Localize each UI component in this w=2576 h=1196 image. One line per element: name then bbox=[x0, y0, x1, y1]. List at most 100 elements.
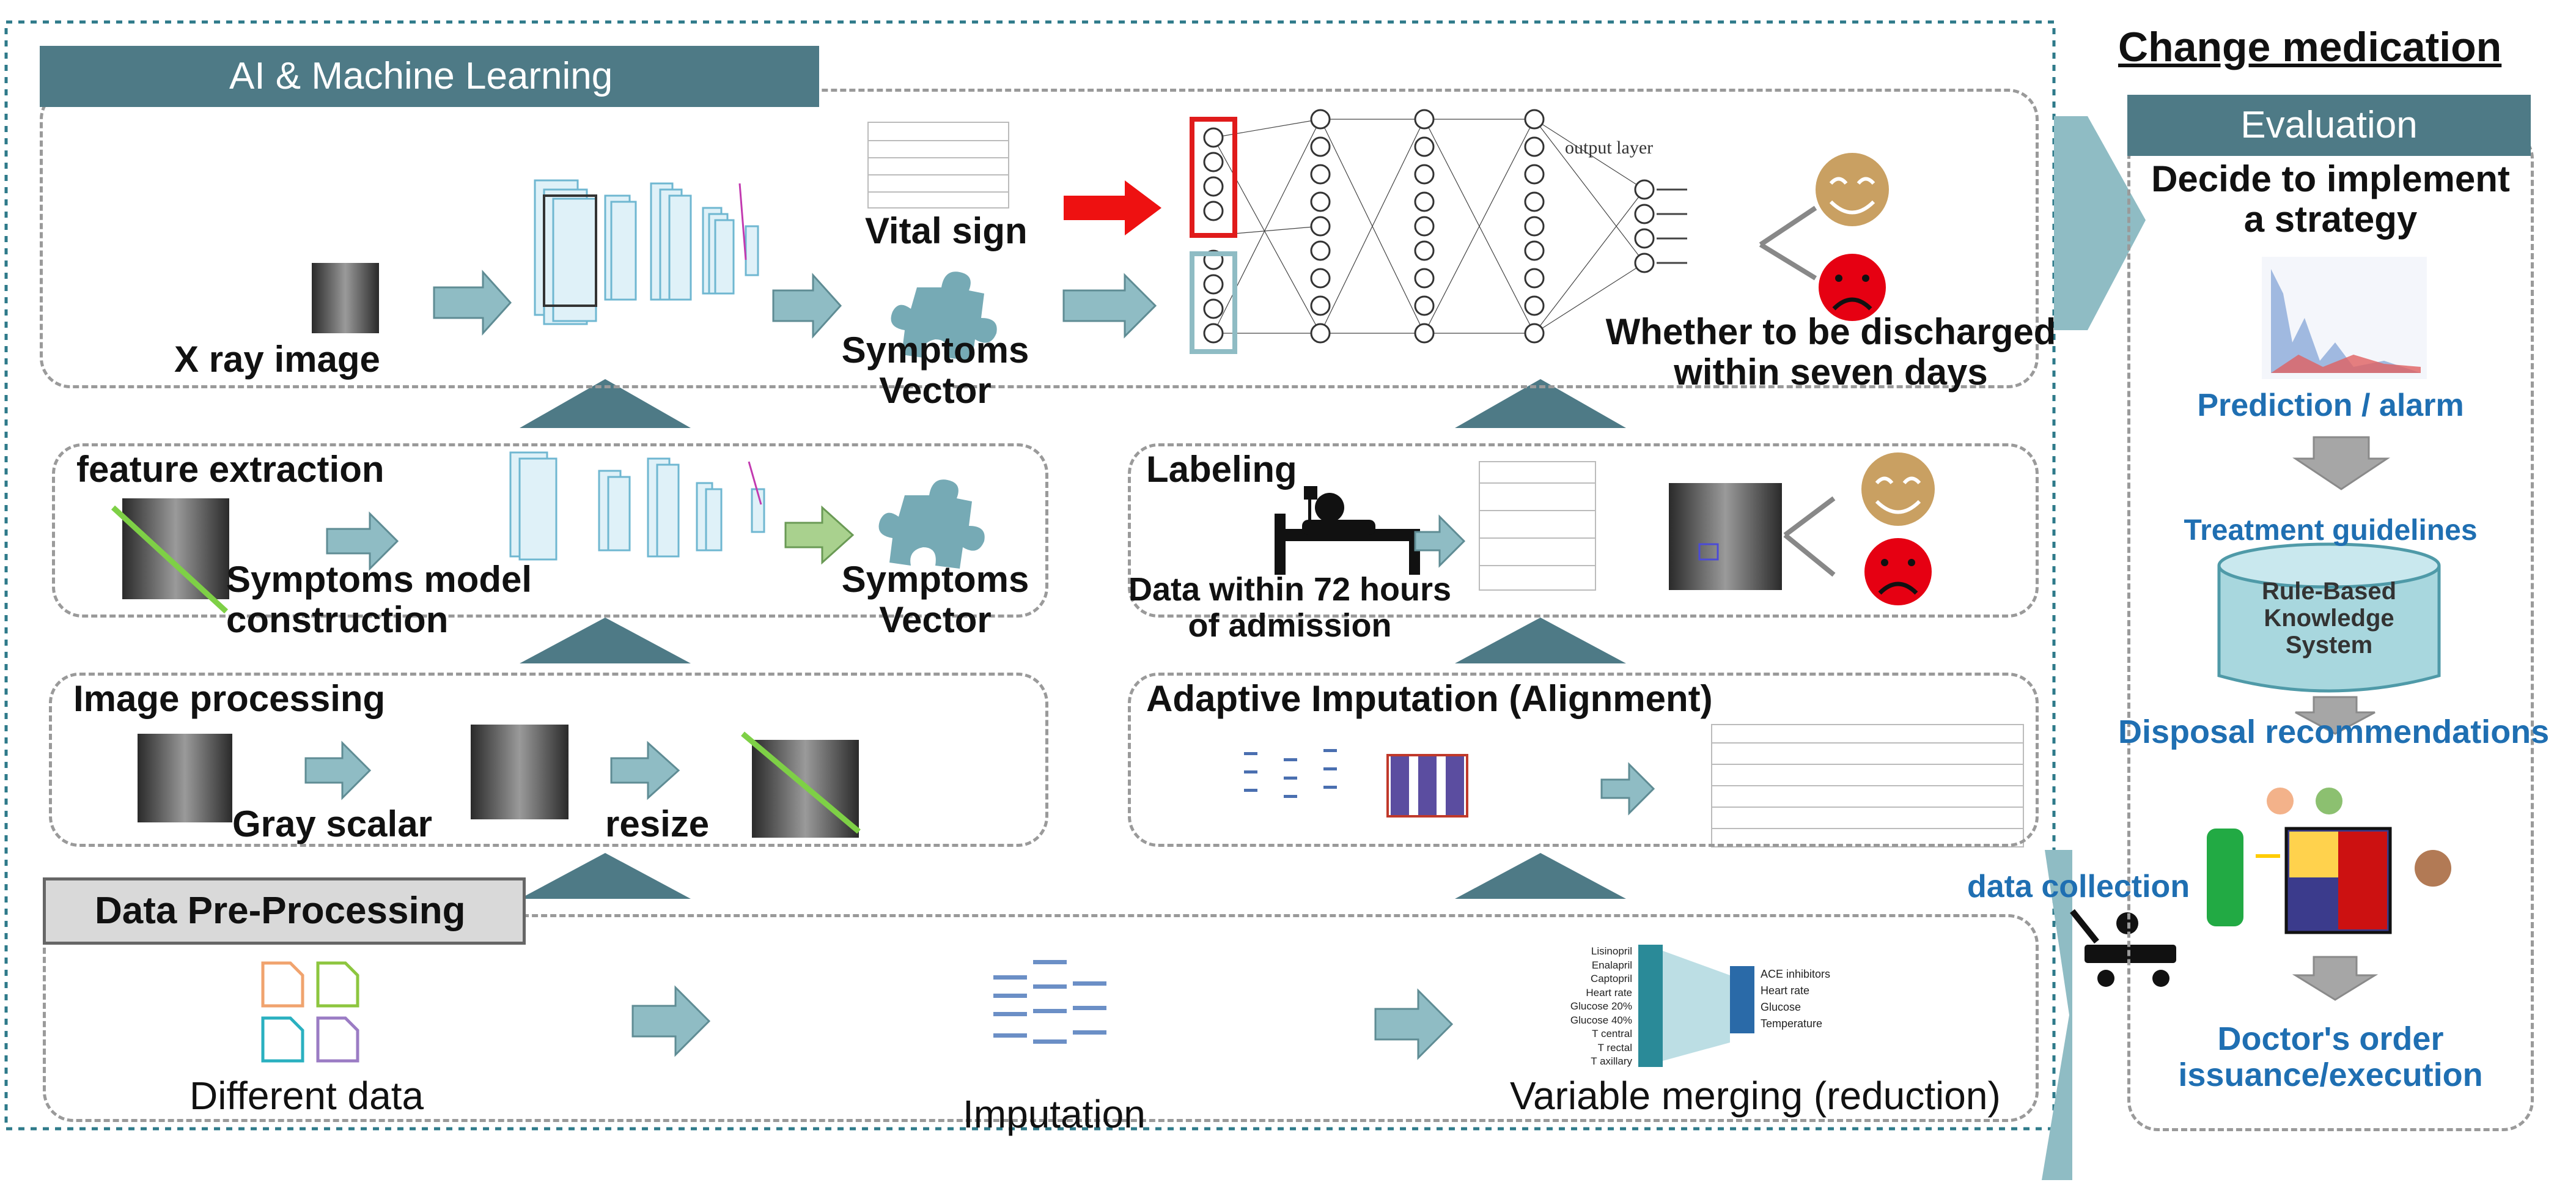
variable-merging-label: Variable merging (reduction) bbox=[1510, 1074, 2001, 1118]
down-arrow-3 bbox=[2292, 956, 2379, 1001]
decide-line-2: a strategy bbox=[2243, 199, 2418, 240]
change-medication-title: Change medication bbox=[2118, 24, 2502, 70]
data-72-line-1: Data within 72 hours bbox=[1128, 571, 1452, 608]
labeling-table bbox=[1479, 461, 1596, 591]
doctor-line-2: issuance/execution bbox=[2178, 1057, 2483, 1094]
arrow-feature-1 bbox=[326, 511, 399, 571]
imputation-label: Imputation bbox=[963, 1092, 1146, 1136]
symptoms-line-1: Symptoms bbox=[841, 330, 1029, 371]
merge-diagram bbox=[1638, 945, 1754, 1067]
treatment-guidelines-label: Treatment guidelines bbox=[2184, 514, 2478, 547]
output-layer-label: output layer bbox=[1565, 138, 1654, 158]
up-arrow-2 bbox=[1455, 379, 1626, 428]
merge-left-item: Captopril bbox=[1590, 973, 1632, 984]
xray-proc-1 bbox=[138, 734, 232, 822]
xray-label: X ray image bbox=[174, 339, 380, 380]
doctor-line-1: Doctor's order bbox=[2217, 1021, 2444, 1057]
sad-face-1 bbox=[1819, 254, 1886, 321]
doctor-order-label: Doctor's order issuance/execution bbox=[2127, 1021, 2534, 1094]
arrow-xray-cnn bbox=[433, 270, 512, 336]
puzzle-piece-2 bbox=[878, 479, 985, 569]
symptoms-vector-label-1: Symptoms Vector bbox=[834, 330, 1036, 411]
resize-label: resize bbox=[605, 803, 710, 844]
merge-left-list: Lisinopril Enalapril Captopril Heart rat… bbox=[1559, 945, 1632, 1069]
symptoms-model-label: Symptoms model construction bbox=[226, 559, 532, 640]
data-collection-label: data collection bbox=[1967, 869, 2190, 904]
prediction-alarm-label: Prediction / alarm bbox=[2197, 388, 2464, 423]
arrow-feature-2 bbox=[784, 505, 855, 565]
xray-proc-2 bbox=[471, 725, 569, 819]
vital-sign-table bbox=[867, 122, 1009, 209]
merge-right-list: ACE inhibitors Heart rate Glucose Temper… bbox=[1761, 966, 1830, 1032]
gray-scalar-label: Gray scalar bbox=[232, 803, 432, 844]
arrow-proc-2 bbox=[610, 740, 680, 800]
sad-face-2 bbox=[1864, 538, 1932, 605]
prediction-chart bbox=[2262, 257, 2427, 379]
merge-right-item: Temperature bbox=[1761, 1017, 1823, 1030]
ai-ml-bar: AI & Machine Learning bbox=[40, 46, 819, 107]
ai-box bbox=[40, 89, 2039, 388]
cnn-diagram-1 bbox=[534, 179, 759, 325]
puzzle-piece-1 bbox=[891, 271, 997, 361]
arrow-proc-1 bbox=[304, 740, 372, 800]
vector-line-1: Vector bbox=[879, 370, 992, 411]
arrow-adaptive bbox=[1600, 762, 1655, 816]
decide-strategy-label: Decide to implement a strategy bbox=[2127, 159, 2534, 240]
red-arrow bbox=[1064, 180, 1161, 235]
up-arrow-3 bbox=[520, 618, 691, 663]
adaptive-box bbox=[1128, 673, 2039, 847]
preprocess-bar: Data Pre-Processing bbox=[43, 877, 526, 945]
feature-extraction-title: feature extraction bbox=[76, 449, 385, 490]
discharge-line-1: Whether to be discharged bbox=[1605, 311, 2056, 352]
kb-line-1: Rule-Based bbox=[2261, 578, 2397, 605]
happy-face-2 bbox=[1861, 452, 1935, 526]
merge-right-item: ACE inhibitors bbox=[1761, 968, 1831, 980]
symptoms-vector-label-2: Symptoms Vector bbox=[819, 559, 1051, 640]
discharge-label: Whether to be discharged within seven da… bbox=[1580, 312, 2081, 393]
kb-line-3: System bbox=[2285, 632, 2373, 659]
happy-face-1 bbox=[1816, 153, 1889, 226]
cnn-diagram-2 bbox=[509, 451, 765, 561]
input-group-teal bbox=[1190, 251, 1237, 354]
vital-sign-label: Vital sign bbox=[865, 210, 1028, 251]
feature-box bbox=[52, 443, 1048, 618]
arrow-pre-2 bbox=[1374, 988, 1454, 1060]
up-arrow-5 bbox=[520, 853, 691, 899]
labeling-title: Labeling bbox=[1146, 449, 1297, 490]
data-72-line-2: of admission bbox=[1188, 607, 1392, 644]
merge-left-item: Lisinopril bbox=[1591, 945, 1632, 957]
down-arrow-2 bbox=[2295, 696, 2375, 735]
system-diagram bbox=[2207, 788, 2451, 934]
merge-left-item: T central bbox=[1592, 1028, 1632, 1039]
image-proc-box bbox=[49, 673, 1048, 847]
model-line-1: Symptoms model bbox=[226, 559, 532, 600]
merge-left-item: Enalapril bbox=[1591, 959, 1632, 971]
image-processing-title: Image processing bbox=[73, 678, 386, 719]
merge-left-item: Heart rate bbox=[1586, 986, 1632, 999]
vector-line-2: Vector bbox=[879, 599, 992, 640]
different-data-icons bbox=[261, 961, 359, 1063]
knowledge-system-label: Rule-Based Knowledge System bbox=[2219, 578, 2439, 659]
input-group-red bbox=[1190, 117, 1237, 238]
different-data-label: Different data bbox=[190, 1074, 424, 1118]
symptoms-line-2: Symptoms bbox=[841, 559, 1029, 600]
imputation-chart-3 bbox=[993, 960, 1106, 1044]
up-arrow-6 bbox=[1455, 853, 1626, 899]
return-chevron-arrow bbox=[2042, 850, 2072, 1180]
merge-left-item: Glucose 40% bbox=[1570, 1014, 1632, 1026]
labeling-box bbox=[1128, 443, 2039, 618]
evaluation-bar: Evaluation bbox=[2127, 95, 2531, 156]
up-arrow-1 bbox=[520, 379, 691, 428]
decide-line-1: Decide to implement bbox=[2151, 158, 2510, 199]
knowledge-cylinder bbox=[2217, 542, 2441, 693]
data-72-label: Data within 72 hours of admission bbox=[1125, 571, 1455, 644]
preprocess-box bbox=[43, 914, 2039, 1122]
split-arrow-2 bbox=[1783, 496, 1836, 577]
merge-left-item: T rectal bbox=[1597, 1041, 1632, 1054]
xray-feature bbox=[122, 498, 229, 599]
merge-left-item: Glucose 20% bbox=[1570, 1000, 1632, 1012]
neural-network bbox=[1213, 119, 1645, 334]
arrow-cnn-vector bbox=[772, 273, 842, 339]
big-chevron-arrow bbox=[2054, 116, 2146, 330]
ambulance-bed-icon bbox=[2070, 909, 2176, 987]
